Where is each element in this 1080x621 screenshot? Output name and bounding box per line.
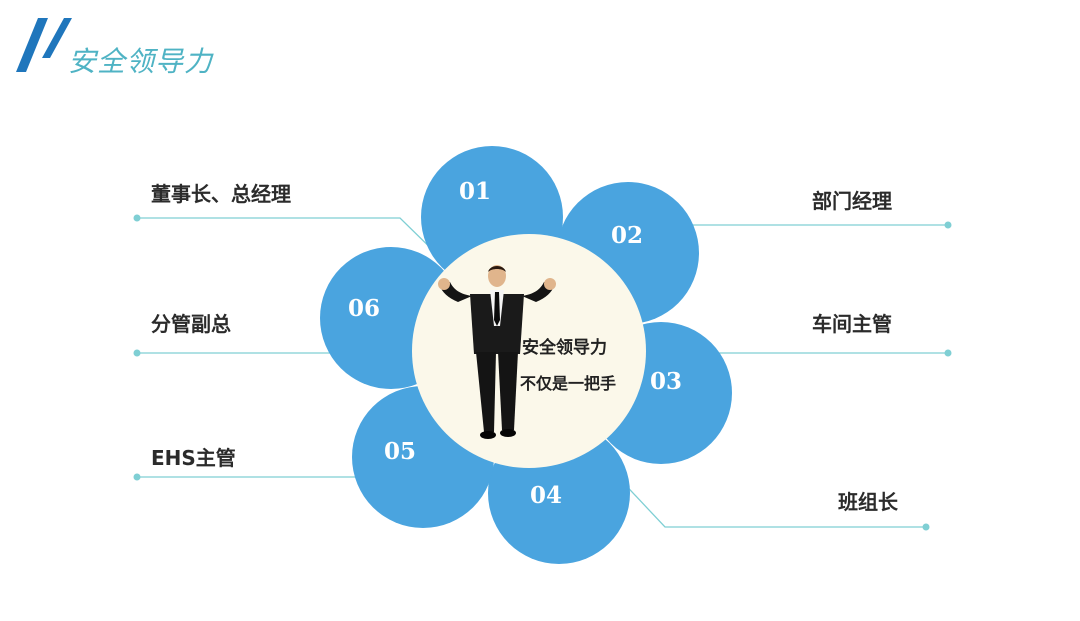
center-disc [412,234,646,468]
center-subtitle: 不仅是一把手 [520,374,617,393]
connector-01-dot [133,214,141,222]
label-deputy-gm: 分管副总 [151,312,231,336]
petal-01-number: 01 [459,178,492,205]
label-dept-manager: 部门经理 [812,189,892,213]
label-chairman-gm: 董事长、总经理 [151,182,291,206]
page-title: 安全领导力 [68,45,214,78]
petal-06-number: 06 [348,295,381,322]
petal-05-number: 05 [384,438,417,465]
label-team-leader: 班组长 [838,490,898,514]
petal-05: 05 [352,386,494,528]
title-slash-decoration [16,18,72,72]
connector-03-dot [944,349,952,357]
label-ehs-supervisor: EHS主管 [151,446,236,470]
connector-04-dot [922,523,930,531]
center-title: 安全领导力 [522,338,607,358]
businessman-figure [438,265,556,439]
petal-04-number: 04 [530,482,563,509]
connector-06-dot [133,349,141,357]
label-workshop-supervisor: 车间主管 [812,312,892,336]
connector-05-dot [133,473,141,481]
connector-02-dot [944,221,952,229]
petal-02-number: 02 [611,222,644,249]
petal-03-number: 03 [650,368,683,395]
